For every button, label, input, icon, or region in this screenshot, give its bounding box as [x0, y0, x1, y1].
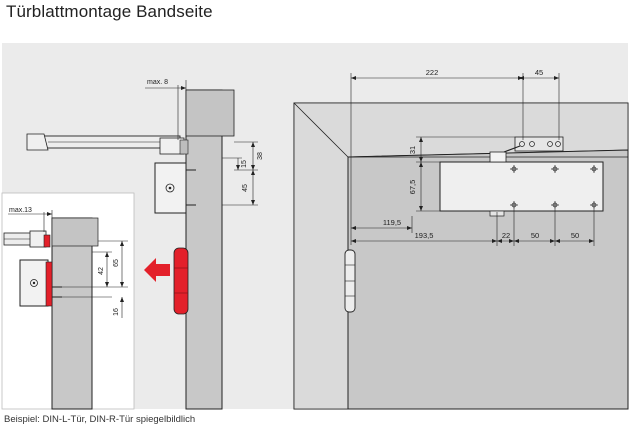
front-arrowheads — [351, 76, 594, 243]
dim-16: 16 — [113, 308, 120, 316]
dim-50-a: 50 — [531, 231, 539, 240]
page-title: Türblattmontage Bandseite — [6, 2, 213, 21]
side-door-leaf — [185, 89, 223, 410]
dim-15: 15 — [241, 160, 248, 168]
dim-119-5: 119,5 — [383, 218, 401, 227]
dim-max-8: max. 8 — [147, 79, 168, 86]
inset-red-marker — [45, 261, 53, 307]
dim-45-side: 45 — [242, 184, 249, 192]
door-leaf — [347, 149, 629, 410]
closer-pinion — [489, 151, 507, 163]
inset-dimension-lines — [8, 210, 128, 318]
dim-max-13: max.13 — [9, 207, 32, 214]
arm-shoe — [514, 136, 564, 152]
caption: Beispiel: DIN-L-Tür, DIN-R-Tür spiegelbi… — [4, 414, 196, 425]
closer-body — [439, 161, 604, 212]
screw-markers — [510, 165, 598, 209]
side-arrowheads — [181, 86, 255, 205]
side-red-reference — [173, 247, 189, 315]
dim-50-b: 50 — [571, 231, 579, 240]
inset-arrowheads — [47, 212, 124, 302]
dim-65: 65 — [113, 259, 120, 267]
side-frame-head — [185, 89, 235, 137]
side-dimension-labels: max. 8 38 15 45 — [147, 79, 264, 192]
inset-dimension-labels: max.13 65 42 16 — [9, 207, 120, 316]
inset-detail: max.13 65 42 16 — [1, 192, 135, 410]
front-dimension-labels: 222 45 31 67,5 119,5 193,5 22 50 50 — [383, 68, 579, 240]
dim-222: 222 — [426, 68, 439, 77]
dim-31: 31 — [408, 146, 417, 154]
side-view: max. 8 38 15 45 — [26, 79, 264, 410]
dim-193-5: 193,5 — [415, 231, 434, 240]
inset-door-leaf — [51, 217, 93, 410]
dim-38: 38 — [257, 152, 264, 160]
front-view: 222 45 31 67,5 119,5 193,5 22 50 50 — [293, 68, 629, 410]
dim-22: 22 — [502, 231, 510, 240]
door-hinge — [344, 249, 356, 313]
dim-45-top: 45 — [535, 68, 543, 77]
dim-42: 42 — [98, 267, 105, 275]
dim-67-5: 67,5 — [408, 180, 417, 195]
red-arrow-left-icon — [144, 258, 170, 282]
